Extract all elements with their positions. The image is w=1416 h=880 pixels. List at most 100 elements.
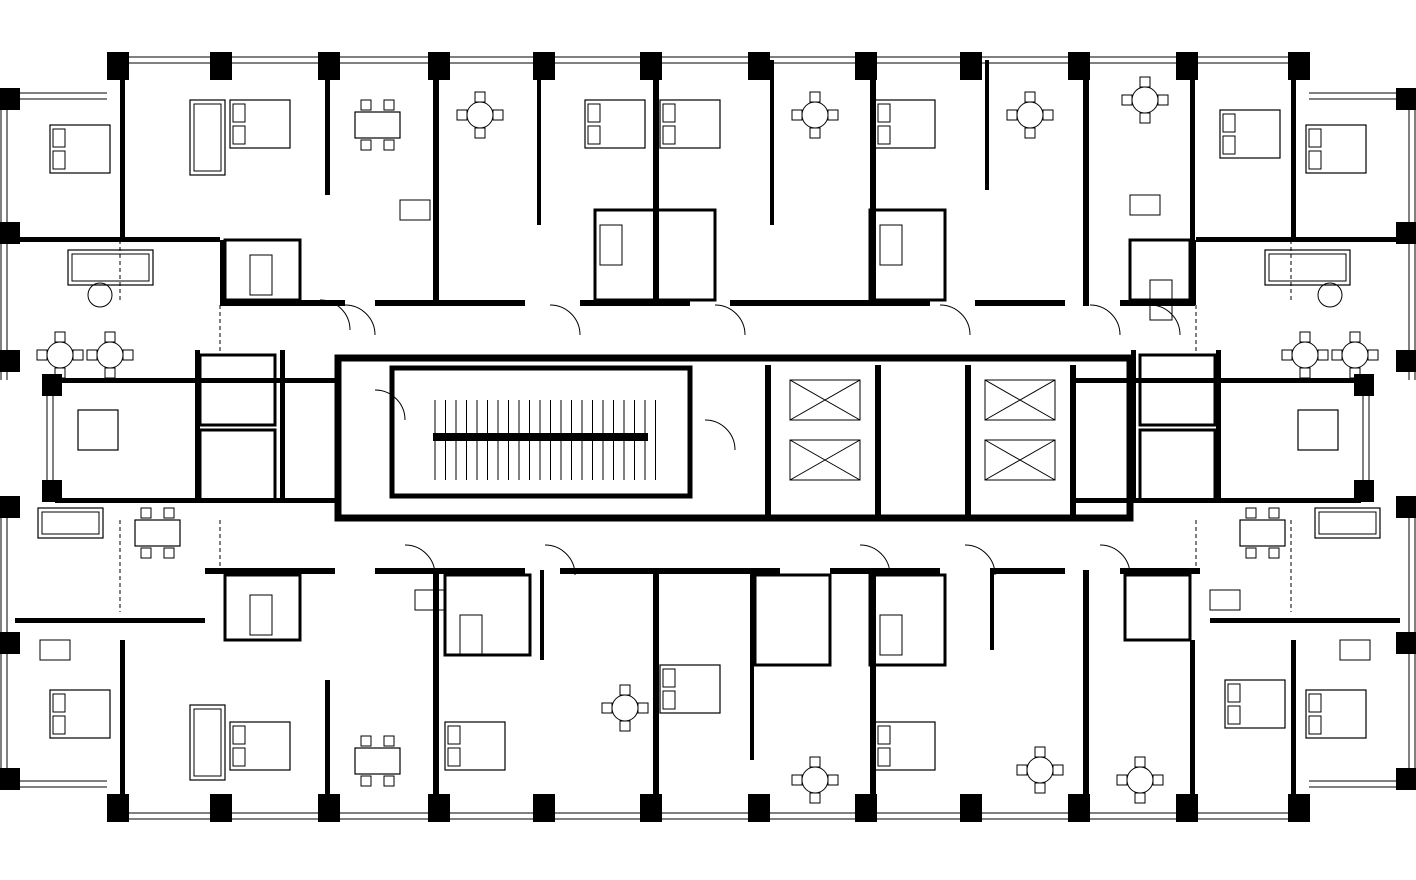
pillar (1396, 496, 1416, 518)
bathroom (868, 573, 947, 667)
wall (770, 60, 774, 225)
bathtub-icon (879, 614, 903, 656)
bed-icon (877, 747, 891, 767)
wall (1120, 300, 1195, 306)
chair-icon (104, 331, 116, 343)
pillar (533, 52, 555, 80)
wall (375, 568, 525, 574)
door-icon (1149, 304, 1181, 336)
dining-table-icon (77, 409, 119, 451)
wall (120, 60, 125, 240)
chair-icon (1152, 774, 1164, 786)
chair-icon (637, 702, 649, 714)
door-icon (404, 544, 436, 576)
pillar (107, 52, 129, 80)
stove-icon (414, 589, 446, 611)
dining-table-icon (134, 519, 181, 547)
pillar (1396, 88, 1416, 110)
bathtub-icon (1149, 279, 1173, 321)
chair-icon (474, 91, 486, 103)
round-table-icon (801, 101, 829, 129)
elevator-icon (984, 439, 1056, 481)
chair-icon (104, 367, 116, 379)
wall (730, 300, 930, 306)
elevator-icon (789, 379, 861, 421)
dining-table-icon (1297, 409, 1339, 451)
shaft-wall (965, 365, 971, 515)
bed-icon (229, 99, 291, 149)
bed-icon (874, 99, 936, 149)
sofa-icon (67, 249, 154, 286)
stove-icon (1129, 194, 1161, 216)
round-table-icon (96, 341, 124, 369)
wall (653, 60, 659, 306)
pillar (42, 374, 62, 396)
sofa-icon (71, 253, 150, 282)
chair-icon (1349, 331, 1361, 343)
bed-icon (232, 747, 246, 767)
stair-rail (433, 433, 648, 441)
sofa-icon (1264, 249, 1351, 286)
bed-icon (1222, 113, 1236, 133)
chair-icon (1034, 746, 1046, 758)
bed-icon (447, 725, 461, 745)
bed-icon (659, 664, 721, 714)
pillar (748, 794, 770, 822)
bed-icon (1308, 715, 1322, 735)
bed-icon (52, 693, 66, 713)
chair-icon (1157, 94, 1169, 106)
pillar (1354, 480, 1374, 502)
sofa-icon (1318, 511, 1377, 535)
wall (55, 498, 340, 503)
chair-icon (1024, 127, 1036, 139)
chair-icon (1121, 94, 1133, 106)
pillar (42, 480, 62, 502)
bed-icon (447, 747, 461, 767)
round-table-icon (1341, 341, 1369, 369)
lamp-icon (87, 282, 113, 308)
pillar (960, 794, 982, 822)
chair-icon (492, 109, 504, 121)
sofa-icon (1268, 253, 1347, 282)
stove-icon (1209, 589, 1241, 611)
round-table-icon (1026, 756, 1054, 784)
chair-icon (474, 127, 486, 139)
wall (580, 300, 690, 306)
bathroom (1128, 238, 1192, 302)
chair-icon (827, 109, 839, 121)
chair-icon (1139, 112, 1151, 124)
wall (1210, 618, 1400, 623)
wall (1190, 640, 1195, 815)
bed-icon (584, 99, 646, 149)
pillar (0, 350, 20, 372)
bed-icon (232, 103, 246, 123)
bed-icon (1224, 679, 1286, 729)
chair-icon (809, 127, 821, 139)
chair-icon (86, 349, 98, 361)
bed-icon (1222, 135, 1236, 155)
wall (15, 618, 205, 623)
wall (205, 568, 335, 574)
round-table-icon (466, 101, 494, 129)
bed-icon (49, 689, 111, 739)
bathroom (1138, 353, 1217, 427)
chair-icon (827, 774, 839, 786)
pillar (1396, 632, 1416, 654)
bed-icon (877, 103, 891, 123)
bed-icon (1227, 683, 1241, 703)
bed-icon (587, 125, 601, 145)
wall (195, 350, 200, 500)
chair-icon (619, 684, 631, 696)
shaft-wall (765, 365, 771, 515)
bed-icon (1308, 128, 1322, 148)
chair-icon (1024, 91, 1036, 103)
chair-icon (1331, 349, 1343, 361)
bed-icon (1305, 689, 1367, 739)
lamp-icon (1317, 282, 1343, 308)
chair-icon (619, 720, 631, 732)
bed-icon (662, 125, 676, 145)
pillar (1396, 768, 1416, 790)
bed-icon (874, 721, 936, 771)
chair-icon (1268, 507, 1280, 519)
bed-icon (1308, 150, 1322, 170)
